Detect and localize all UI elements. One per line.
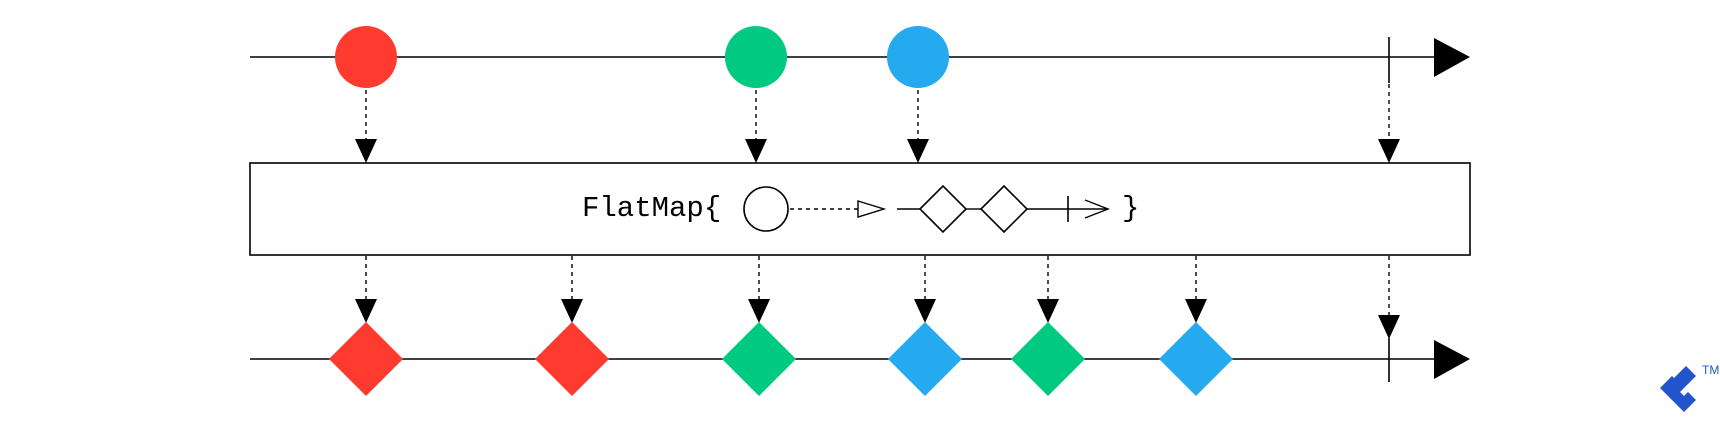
input-marble-red xyxy=(335,26,397,88)
output-timeline-arrow-icon xyxy=(1434,340,1470,379)
down-arrow-icon xyxy=(748,299,770,323)
output-marble-green xyxy=(1011,322,1085,396)
operator-transform-icon xyxy=(743,184,1110,234)
operator-close-brace: } xyxy=(1122,192,1139,225)
output-marble-green xyxy=(722,322,796,396)
down-arrow-icon xyxy=(355,299,377,323)
input-marble-blue xyxy=(887,26,949,88)
output-marble-blue xyxy=(888,322,962,396)
down-arrow-icon xyxy=(745,139,767,163)
operator-input-circle-icon xyxy=(743,186,789,232)
down-arrow-icon xyxy=(1185,299,1207,323)
down-arrow-icon xyxy=(1378,139,1400,163)
down-arrow-icon xyxy=(1378,315,1400,339)
output-marble-blue xyxy=(1159,322,1233,396)
input-events xyxy=(335,26,1400,163)
output-timeline xyxy=(250,340,1470,379)
output-marble-red xyxy=(329,322,403,396)
input-timeline-arrow-icon xyxy=(1434,38,1470,77)
toptal-logo-icon: TM xyxy=(1660,363,1719,412)
input-timeline xyxy=(250,38,1470,77)
operator-label: FlatMap{ xyxy=(582,192,721,225)
operator-open-chevron-icon xyxy=(1084,199,1110,219)
operator-open-arrow-icon xyxy=(857,200,887,218)
output-marble-red xyxy=(535,322,609,396)
down-arrow-icon xyxy=(914,299,936,323)
down-arrow-icon xyxy=(1037,299,1059,323)
operator-box: FlatMap{ } xyxy=(249,162,1471,256)
output-events xyxy=(329,256,1400,396)
down-arrow-icon xyxy=(355,139,377,163)
input-marble-green xyxy=(725,26,787,88)
trademark-label: TM xyxy=(1702,363,1719,377)
down-arrow-icon xyxy=(907,139,929,163)
down-arrow-icon xyxy=(561,299,583,323)
